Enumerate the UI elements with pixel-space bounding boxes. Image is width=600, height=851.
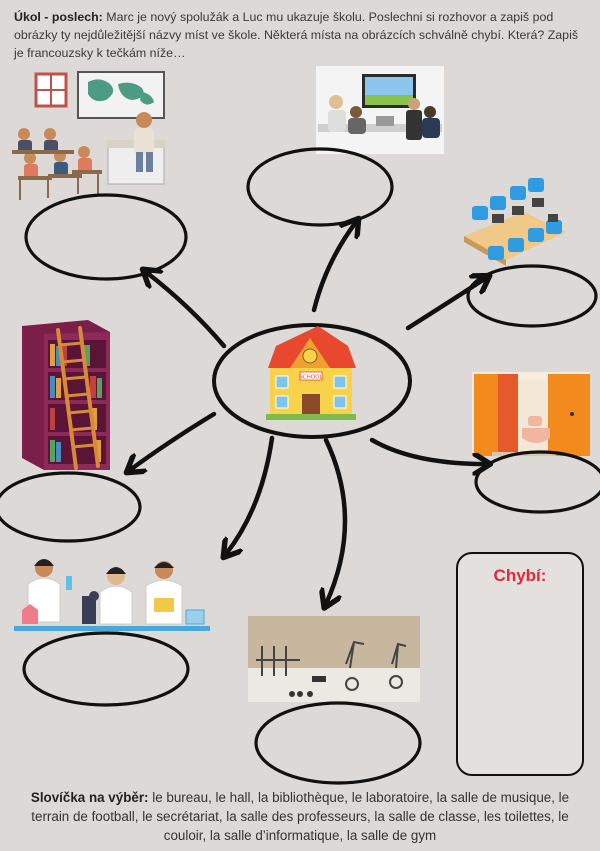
toilets-picture (472, 372, 590, 456)
laboratory-picture (14, 559, 210, 631)
school-sign: SCHOOL (299, 375, 323, 381)
answer-ellipse-teachers-room[interactable] (246, 147, 394, 227)
arrow-to-laboratory (226, 435, 275, 554)
arrow-to-library (130, 411, 217, 470)
arrow-to-classroom (146, 272, 227, 349)
answer-ellipse-classroom[interactable] (24, 193, 188, 281)
arrow-to-toilets (369, 437, 486, 464)
vocabulary-list: Slovíčka na výběr: le bureau, le hall, l… (14, 788, 586, 845)
arrow-to-computer-room (405, 278, 486, 331)
answer-ellipse-laboratory[interactable] (22, 631, 190, 707)
answer-ellipse-library[interactable] (0, 471, 142, 543)
arrows (130, 222, 486, 604)
arrow-to-gym (326, 437, 348, 604)
missing-places-panel[interactable]: Chybí: (456, 552, 584, 776)
answer-ellipse-computer-room[interactable] (466, 264, 598, 328)
library-picture (22, 320, 110, 470)
answer-ellipse-gym[interactable] (254, 701, 422, 785)
classroom-picture (12, 71, 166, 200)
arrow-to-teachers-room (311, 222, 356, 313)
teachers-room-picture (316, 66, 444, 154)
task-text: Marc je nový spolužák a Luc mu ukazuje š… (14, 10, 579, 60)
answer-ellipse-toilets[interactable] (474, 450, 600, 514)
missing-title: Chybí: (493, 566, 547, 585)
computer-room-picture (464, 178, 566, 266)
school-building-icon: SCHOOL (212, 323, 412, 439)
task-instructions: Úkol - poslech: Marc je nový spolužák a … (14, 8, 588, 62)
vocabulary-text: le bureau, le hall, la bibliothèque, le … (31, 790, 570, 843)
gym-picture (248, 616, 420, 702)
vocabulary-label: Slovíčka na výběr: (30, 790, 149, 805)
task-label: Úkol - poslech: (14, 10, 103, 24)
